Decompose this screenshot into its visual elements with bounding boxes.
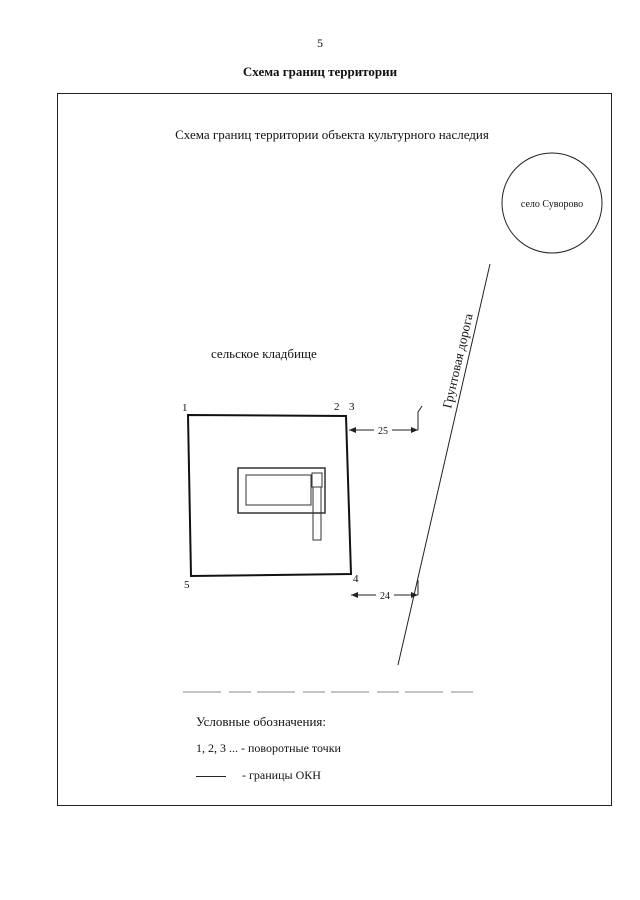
cemetery-label: сельское кладбище bbox=[211, 346, 317, 361]
monument-post-top bbox=[311, 472, 323, 488]
arrow-top-right bbox=[411, 427, 418, 433]
distance-label-top: 25 bbox=[378, 426, 388, 437]
road-line bbox=[397, 263, 491, 666]
page-number: 5 bbox=[317, 36, 323, 50]
point-label-3: 3 bbox=[349, 401, 355, 413]
point-label-2: 2 bbox=[334, 401, 340, 413]
point-label-5: 5 bbox=[184, 579, 190, 591]
scheme-title: Схема границ территории объекта культурн… bbox=[175, 127, 489, 142]
legend-title: Условные обозначения: bbox=[196, 714, 327, 729]
point-label-1: 1 bbox=[182, 402, 188, 414]
monument-post bbox=[312, 486, 322, 541]
arrow-bottom-left bbox=[351, 592, 358, 598]
legend-boundary-line bbox=[196, 775, 226, 777]
scheme-frame bbox=[57, 93, 612, 806]
arrow-top-left bbox=[349, 427, 356, 433]
legend-row-boundary: - границы ОКН bbox=[196, 768, 321, 783]
arrow-bottom-right bbox=[411, 592, 418, 598]
legend-row-points: 1, 2, 3 ... - поворотные точки bbox=[196, 741, 341, 756]
distance-mask-top bbox=[374, 424, 392, 435]
monument-outer-rect bbox=[237, 467, 326, 514]
distance-mask-bottom bbox=[376, 589, 394, 600]
distance-leader-top bbox=[417, 405, 423, 430]
village-circle bbox=[501, 152, 603, 254]
point-label-4: 4 bbox=[353, 573, 359, 585]
legend-points-text: 1, 2, 3 ... - поворотные точки bbox=[196, 741, 341, 755]
village-label: село Суворово bbox=[521, 199, 583, 210]
distance-label-bottom: 24 bbox=[380, 591, 390, 602]
page-title: Схема границ территории bbox=[242, 64, 398, 79]
road-label: Грунтовая дорога bbox=[439, 312, 475, 410]
monument-inner-rect bbox=[245, 474, 312, 506]
boundary-polygon bbox=[186, 413, 353, 578]
legend-boundary-text: - границы ОКН bbox=[242, 768, 321, 782]
